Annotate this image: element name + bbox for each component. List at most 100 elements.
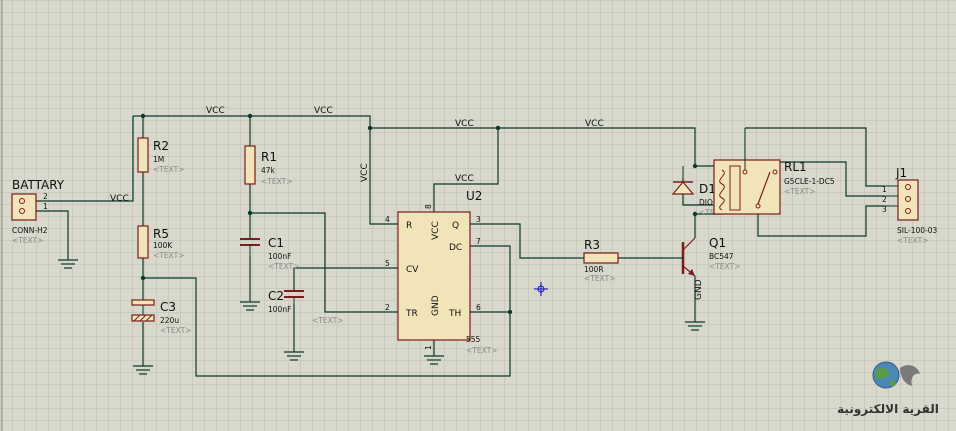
component-ref: C3 — [160, 300, 176, 314]
ground-symbol — [424, 355, 444, 365]
net-label-vcc: VCC — [110, 194, 129, 204]
net-label-vcc: VCC — [585, 119, 604, 129]
pin-number: 7 — [476, 237, 481, 246]
relay-contact — [755, 203, 761, 209]
wire-battery-gnd — [36, 210, 69, 260]
relay-rl1[interactable]: RL1 G5CLE-1-DC5 <TEXT> — [713, 128, 835, 215]
capacitor-c2[interactable]: C2 100nF <TEXT> — [268, 289, 343, 325]
component-ref: C2 — [268, 289, 284, 303]
pin-number: 8 — [424, 204, 433, 209]
connector-pin — [905, 208, 911, 214]
pin-name: VCC — [431, 221, 441, 240]
junction-dot — [247, 113, 253, 119]
capacitor-c3[interactable]: C3 220u <TEXT> — [131, 299, 191, 335]
pin-name: TR — [405, 309, 418, 319]
resistor-r2[interactable]: R2 1M <TEXT> — [137, 137, 184, 174]
resistor-r5[interactable]: R5 100K <TEXT> — [137, 225, 184, 260]
wire-cv-c2 — [293, 267, 398, 290]
wire-vcc-pin8 — [433, 128, 499, 212]
watermark: القرية الالكترونية — [837, 361, 939, 417]
globe-icon — [872, 361, 920, 389]
component-ref: U2 — [466, 189, 482, 203]
transistor-q1[interactable]: Q1 BC547 <TEXT> — [668, 236, 740, 277]
net-label-vcc: VCC — [360, 163, 370, 182]
net-label-gnd: GND — [694, 279, 704, 300]
component-ref: RL1 — [784, 160, 807, 174]
component-value: 1M — [153, 155, 164, 164]
connector-j1[interactable]: 1 2 3 J1 SIL-100-03 <TEXT> — [882, 166, 938, 245]
pin-number: 3 — [882, 205, 887, 214]
battery-connector[interactable]: 2 1 BATTARY CONN-H2 <TEXT> — [11, 178, 65, 245]
junction-dot — [367, 125, 373, 131]
text-placeholder: <TEXT> — [12, 236, 43, 245]
component-value: 47k — [261, 166, 276, 175]
pin-number: 2 — [385, 303, 390, 312]
ic-u2-555[interactable]: U2 555 <TEXT> 4 5 2 3 7 6 8 1 R CV TR Q … — [385, 189, 497, 355]
component-ref: R3 — [584, 238, 600, 252]
junction-dot — [692, 211, 698, 217]
pin-number: 5 — [385, 259, 390, 268]
resistor-r3[interactable]: R3 100R <TEXT> — [583, 238, 619, 283]
junction-dot — [247, 210, 253, 216]
net-label-vcc: VCC — [455, 174, 474, 184]
text-placeholder: <TEXT> — [709, 262, 740, 271]
pin-number: 1 — [43, 202, 48, 211]
wire-vcc-reset — [369, 128, 398, 225]
wire-dc-th — [470, 245, 511, 312]
wires — [36, 115, 884, 377]
ground-symbol — [240, 301, 260, 311]
connector-pin — [905, 196, 911, 202]
text-placeholder: <TEXT> — [268, 262, 299, 271]
relay-contact — [772, 169, 778, 175]
text-placeholder: <TEXT> — [261, 177, 292, 186]
net-label-vcc: VCC — [314, 106, 333, 116]
connector-pin — [19, 198, 25, 204]
ground-symbol — [133, 365, 153, 375]
text-placeholder: <TEXT> — [160, 326, 191, 335]
component-ref: R2 — [153, 139, 169, 153]
capacitor-c1[interactable]: C1 100nF <TEXT> — [240, 236, 299, 271]
pin-number: 6 — [476, 303, 481, 312]
junction-dot — [507, 309, 513, 315]
component-ref: C1 — [268, 236, 284, 250]
wire-relay-bot — [757, 205, 884, 237]
relay-contact — [742, 169, 748, 175]
component-part: DIODE — [699, 198, 724, 207]
component-part: CONN-H2 — [12, 226, 48, 235]
component-ref: J1 — [895, 166, 907, 180]
pin-name: GND — [431, 295, 441, 316]
text-placeholder: <TEXT> — [466, 346, 497, 355]
crosshair-cursor — [534, 282, 548, 296]
net-label-vcc: VCC — [455, 119, 474, 129]
component-ref: Q1 — [709, 236, 726, 250]
pin-number: 3 — [476, 215, 481, 224]
net-labels: VCC VCC VCC VCC VCC VCC VCC GND — [110, 106, 704, 300]
pin-name: CV — [406, 265, 419, 275]
pin-number: 2 — [43, 192, 48, 201]
component-value: 100nF — [268, 305, 291, 314]
ground-symbol — [284, 351, 304, 361]
pin-number: 1 — [424, 345, 433, 350]
text-placeholder: <TEXT> — [153, 165, 184, 174]
text-placeholder: <TEXT> — [784, 187, 815, 196]
component-value: 100R — [584, 265, 604, 274]
component-part: BC547 — [709, 252, 734, 261]
pin-name: DC — [449, 243, 462, 253]
component-part: G5CLE-1-DC5 — [784, 177, 835, 186]
component-part: SIL-100-03 — [897, 226, 938, 235]
junction-dot — [140, 275, 146, 281]
wire-q-r3 — [470, 223, 584, 259]
pin-name: R — [406, 221, 412, 231]
component-ref: R1 — [261, 150, 277, 164]
connector-pin — [19, 208, 25, 214]
text-placeholder: <TEXT> — [153, 251, 184, 260]
junctions — [140, 113, 698, 315]
component-part: 555 — [466, 335, 481, 344]
wire-junction-loop — [143, 277, 511, 377]
pin-name: Q — [452, 221, 459, 231]
net-label-vcc: VCC — [206, 106, 225, 116]
text-placeholder: <TEXT> — [312, 316, 343, 325]
resistor-r1[interactable]: R1 47k <TEXT> — [244, 145, 292, 186]
